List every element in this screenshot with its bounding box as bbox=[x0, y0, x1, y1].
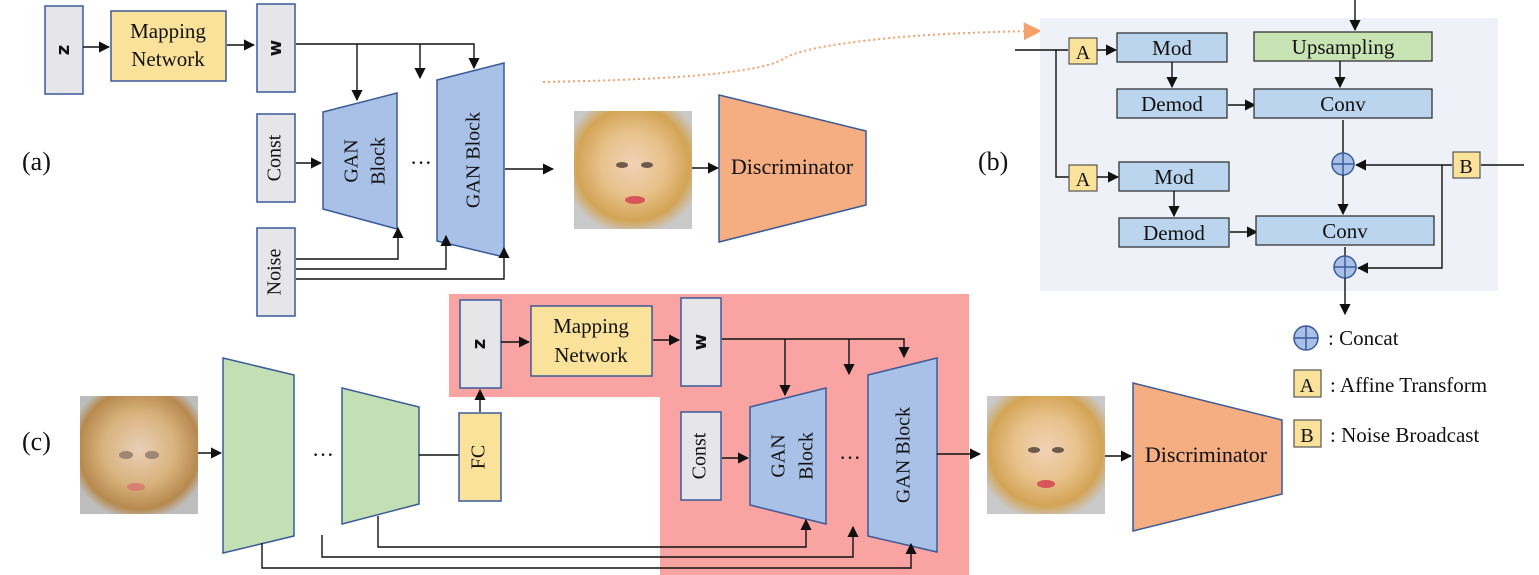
mapping-c-label-2: Network bbox=[554, 343, 628, 367]
legend-affine-text: : Affine Transform bbox=[1330, 373, 1487, 397]
legend-noise-text: : Noise Broadcast bbox=[1330, 423, 1479, 447]
gan-block-2-label: GAN Block bbox=[463, 112, 485, 208]
panel-c: (c) ··· FC z Mapping Network w Const bbox=[22, 294, 1283, 575]
demod-box-1 bbox=[1116, 88, 1228, 119]
panel-a: (a) z Mapping Network w Const GAN Block … bbox=[22, 3, 1042, 317]
affine-a-2-label: A bbox=[1076, 169, 1091, 191]
mapping-label-1: Mapping bbox=[130, 19, 206, 43]
panel-a-label: (a) bbox=[22, 147, 51, 176]
gan-block-c-2-label: GAN Block bbox=[893, 407, 915, 503]
ellipsis-c-gan: ··· bbox=[839, 445, 861, 470]
demod-box-2 bbox=[1118, 217, 1230, 248]
gan-block-c-2 bbox=[867, 357, 938, 553]
const-box bbox=[256, 113, 296, 203]
discriminator-c-label: Discriminator bbox=[1145, 442, 1268, 467]
concat-node-2 bbox=[1333, 255, 1357, 279]
conv-1-label: Conv bbox=[1320, 92, 1366, 116]
const-label: Const bbox=[264, 134, 286, 181]
z-label: z bbox=[53, 45, 74, 55]
panel-b: (b) A Mod Demod Upsampling Conv A Mod bbox=[978, 0, 1524, 316]
mod-2-label: Mod bbox=[1154, 165, 1194, 189]
panel-c-label: (c) bbox=[22, 427, 51, 456]
discriminator-a bbox=[718, 94, 867, 243]
ellipsis-a: ··· bbox=[410, 150, 432, 175]
encoder-block-1 bbox=[222, 357, 295, 554]
ellipsis-c-encoder: ··· bbox=[312, 442, 334, 467]
gan-block-1-label-1: GAN bbox=[341, 139, 363, 182]
input-low-res-face-image bbox=[80, 396, 198, 514]
mod-1-label: Mod bbox=[1152, 36, 1192, 60]
w-box-c bbox=[680, 297, 722, 387]
mod-box-2 bbox=[1118, 161, 1230, 192]
affine-a-1-label: A bbox=[1076, 42, 1091, 64]
noise-box bbox=[256, 227, 296, 317]
legend-concat-text: : Concat bbox=[1328, 326, 1399, 350]
gan-block-c-1-label-1: GAN bbox=[768, 434, 790, 477]
w-box bbox=[256, 3, 296, 93]
conv-box-2 bbox=[1255, 215, 1435, 246]
mapping-network-box bbox=[110, 10, 227, 82]
const-c-label: Const bbox=[689, 432, 711, 479]
mod-box-1 bbox=[1116, 32, 1228, 63]
legend-noise-box bbox=[1293, 419, 1322, 448]
reconstructed-face-image-c bbox=[987, 396, 1105, 514]
legend-noise-symbol: B bbox=[1300, 425, 1313, 447]
mapping-network-box-c bbox=[530, 305, 653, 377]
legend-affine-symbol: A bbox=[1300, 375, 1315, 397]
z-box bbox=[44, 5, 84, 95]
legend: : Concat A : Affine Transform B : Noise … bbox=[1293, 325, 1487, 448]
concat-node-1 bbox=[1331, 152, 1355, 176]
z-label-c: z bbox=[469, 339, 490, 349]
affine-a-1 bbox=[1068, 37, 1098, 65]
mapping-label-2: Network bbox=[131, 47, 205, 71]
discriminator-a-label: Discriminator bbox=[731, 154, 854, 179]
noise-broadcast-b-label: B bbox=[1459, 156, 1472, 178]
z-box-c bbox=[459, 299, 502, 389]
noise-broadcast-b bbox=[1452, 151, 1481, 179]
upsampling-label: Upsampling bbox=[1292, 35, 1395, 59]
mapping-c-label-1: Mapping bbox=[553, 314, 629, 338]
w-label: w bbox=[265, 40, 286, 57]
gan-block-c-1-label-2: Block bbox=[796, 432, 818, 480]
generated-face-image-a bbox=[574, 111, 692, 229]
w-label-c: w bbox=[690, 334, 711, 351]
fc-box bbox=[458, 412, 502, 502]
upsampling-box bbox=[1253, 31, 1433, 62]
noise-label: Noise bbox=[264, 249, 286, 296]
demod-1-label: Demod bbox=[1141, 92, 1203, 116]
panel-b-label: (b) bbox=[978, 147, 1008, 176]
gan-block-1-label-2: Block bbox=[368, 137, 390, 185]
zoom-link-dotted bbox=[542, 22, 1042, 83]
encoder-block-2 bbox=[341, 387, 420, 525]
fc-label: FC bbox=[468, 445, 490, 469]
const-box-c bbox=[680, 411, 722, 501]
gan-block-c-1 bbox=[749, 387, 827, 525]
legend-concat-icon bbox=[1293, 325, 1319, 351]
demod-2-label: Demod bbox=[1143, 221, 1205, 245]
discriminator-c bbox=[1132, 382, 1283, 532]
conv-box-1 bbox=[1253, 88, 1433, 119]
legend-affine-box bbox=[1293, 369, 1322, 398]
conv-2-label: Conv bbox=[1322, 219, 1368, 243]
affine-a-2 bbox=[1068, 164, 1098, 192]
